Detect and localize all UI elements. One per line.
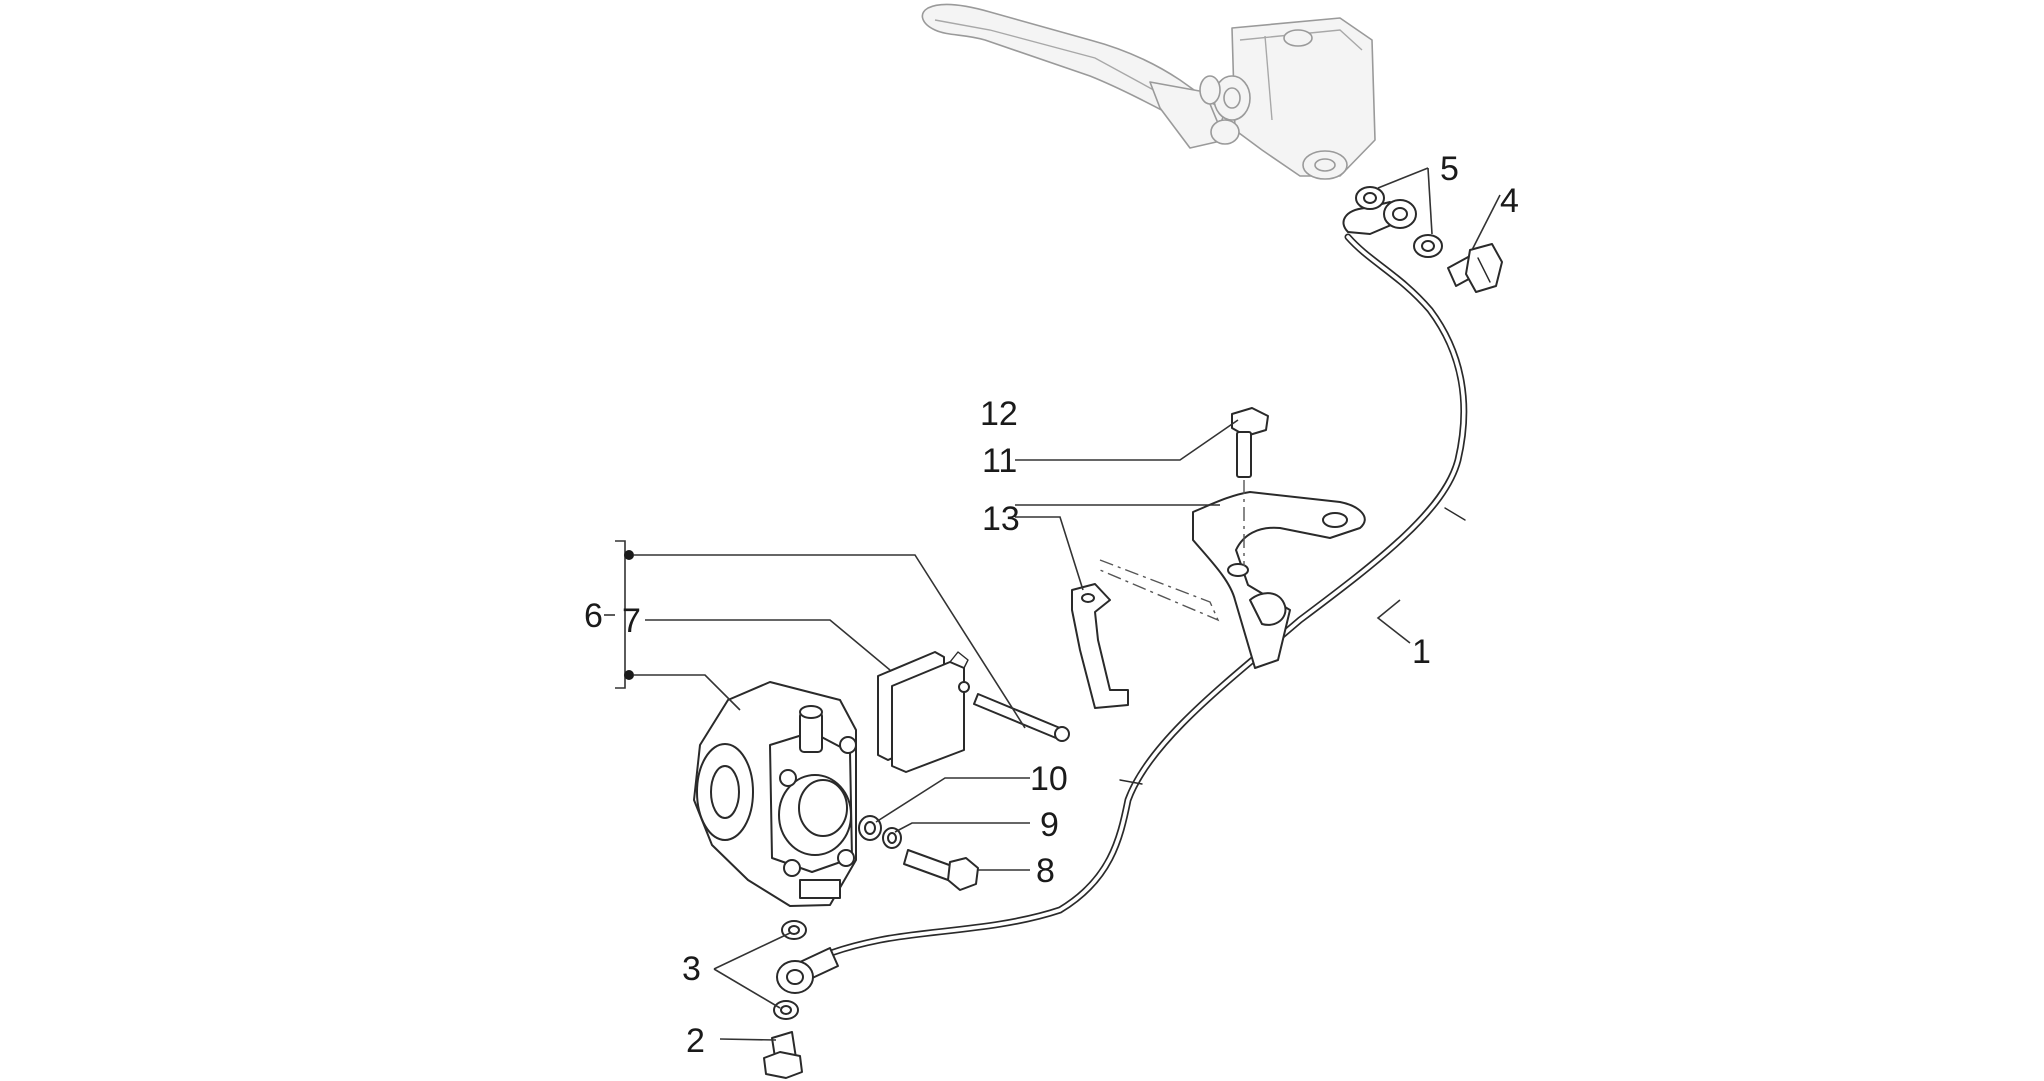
brake-lever-master-cylinder xyxy=(921,3,1376,180)
pad-pin xyxy=(973,693,1070,742)
callout-11: 11 xyxy=(982,442,1017,480)
lower-banjo-bolt xyxy=(763,1031,803,1079)
caliper-washer-9 xyxy=(882,827,902,849)
upper-banjo-bolt xyxy=(1447,243,1503,293)
callout-7: 7 xyxy=(622,602,641,640)
hose-clip xyxy=(1071,559,1220,709)
callout-6: 6 xyxy=(584,597,603,635)
callout-labels: 1 2 3 4 5 6 7 8 9 10 11 12 13 xyxy=(584,150,1519,1060)
hose-support-bracket xyxy=(1192,480,1366,669)
callout-1: 1 xyxy=(1412,633,1431,671)
callout-2: 2 xyxy=(686,1022,705,1060)
brake-caliper xyxy=(693,681,857,907)
callout-5: 5 xyxy=(1440,150,1459,188)
callout-9: 9 xyxy=(1040,806,1059,844)
upper-copper-washers xyxy=(1355,186,1443,258)
callout-10: 10 xyxy=(1030,760,1068,798)
caliper-washer-10 xyxy=(858,815,882,841)
leader-lines xyxy=(604,167,1501,1041)
callout-4: 4 xyxy=(1500,182,1519,220)
callout-8: 8 xyxy=(1036,852,1055,890)
callout-13: 13 xyxy=(982,500,1020,538)
brake-hose xyxy=(776,199,1468,994)
brake-pads xyxy=(877,651,970,773)
caliper-bolt-8 xyxy=(903,849,979,891)
callout-3: 3 xyxy=(682,950,701,988)
callout-12: 12 xyxy=(980,395,1018,433)
bracket-bolt xyxy=(1231,407,1269,478)
